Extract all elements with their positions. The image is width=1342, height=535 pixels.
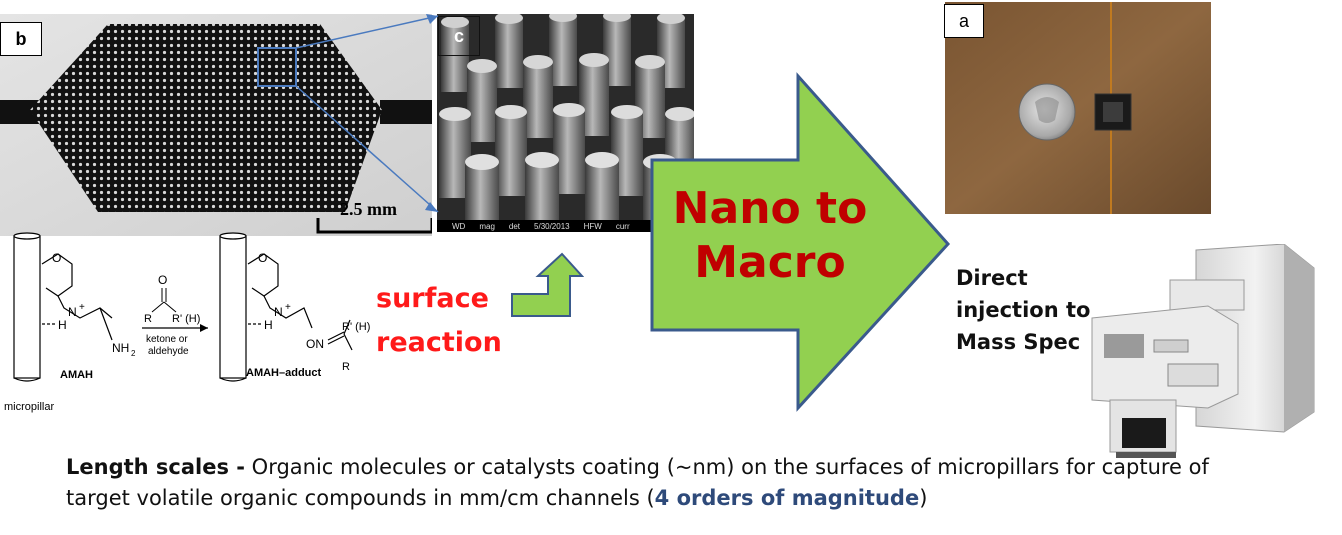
databar-item: mag: [479, 222, 495, 231]
zoom-connector-lines: [295, 14, 439, 213]
panel-label-a: a: [944, 4, 984, 38]
panel-label-b: b: [0, 22, 42, 56]
mass-spec-label: Direct injection to Mass Spec: [956, 262, 1126, 358]
sem-databar: WD mag det 5/30/2013 HFW curr: [440, 222, 702, 232]
pillar-label: micropillar: [4, 401, 54, 413]
databar-item: WD: [452, 222, 466, 231]
ms-line-2: injection to: [956, 298, 1091, 322]
panel-label-c: c: [438, 16, 480, 56]
caption-lead: Length scales -: [66, 455, 245, 479]
atom-h: H: [58, 318, 67, 332]
product-name: AMAH–adduct: [246, 367, 322, 379]
length-scales-caption: Length scales - Organic molecules or cat…: [66, 452, 1266, 514]
ms-line-3: Mass Spec: [956, 330, 1081, 354]
surface-reaction-label: surface reaction: [376, 277, 516, 365]
micropillar-left: [13, 232, 41, 382]
caption-tail: ): [919, 486, 928, 510]
atom-h: H: [264, 318, 273, 332]
caption-text: Organic molecules or catalysts coating (…: [66, 455, 1209, 510]
micro-channel-photo: [0, 14, 432, 236]
reactant-name: AMAH: [60, 369, 93, 381]
mass-spectrometer-image: [1091, 244, 1315, 458]
nano-to-macro-label: Nano to Macro: [655, 182, 885, 290]
atom-n: N: [68, 305, 77, 319]
reaction-line-2: reaction: [376, 327, 502, 358]
nano-to-macro-arrow: [650, 72, 951, 412]
atom-o: O: [258, 251, 267, 265]
reaction-scheme: O N + H NH 2 AMAH micropillar O R R' (H)…: [4, 232, 370, 413]
nano-line: Nano to: [672, 183, 868, 234]
atom-plus: +: [79, 302, 85, 313]
atom-n: N: [274, 305, 283, 319]
scale-bar-label: 2.5 mm: [340, 199, 397, 219]
atom-subscript: 2: [131, 349, 136, 358]
databar-item: curr: [615, 222, 630, 231]
carbonyl-o: O: [158, 273, 167, 287]
product-r-prime: R' (H): [342, 321, 370, 333]
caption-highlight: 4 orders of magnitude: [654, 486, 920, 510]
atom-o: O: [52, 251, 61, 265]
reagent-r-prime: R' (H): [172, 313, 200, 325]
product-r: R: [342, 361, 350, 373]
aldehyde-label: aldehyde: [148, 346, 189, 357]
device-size-photo: [945, 2, 1211, 214]
atom-plus: +: [285, 302, 291, 313]
reaction-line-1: surface: [376, 283, 489, 314]
atom-nh2: NH: [112, 341, 129, 355]
databar-item: det: [508, 222, 521, 231]
atom-on: ON: [306, 337, 324, 351]
ms-line-1: Direct: [956, 266, 1028, 290]
macro-line: Macro: [694, 237, 846, 288]
reagent-r: R: [144, 313, 152, 325]
micropillar-right: [219, 232, 247, 382]
databar-item: 5/30/2013: [534, 222, 570, 231]
surface-reaction-arrow: [511, 252, 584, 317]
databar-item: HFW: [583, 222, 602, 231]
ketone-label: ketone or: [146, 334, 188, 345]
